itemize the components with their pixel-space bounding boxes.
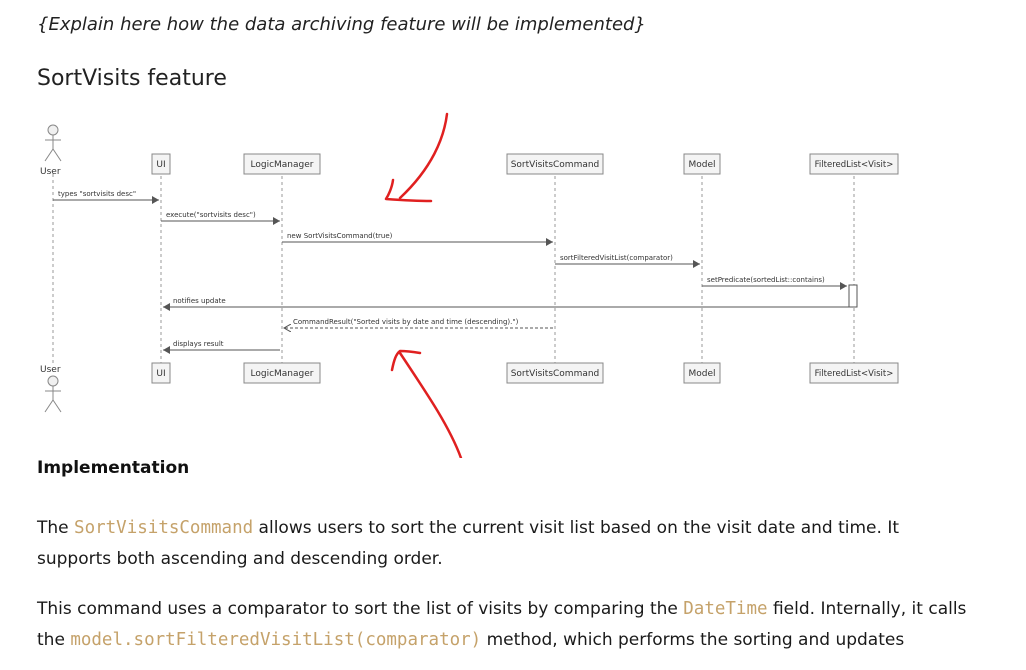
sequence-diagram: User UI LogicManager SortVisitsCommand M… xyxy=(40,112,899,458)
message-1: types "sortvisits desc" xyxy=(53,190,159,204)
participant-ui-bottom: UI xyxy=(151,362,171,384)
code-sortfilteredvisitlist: model.sortFilteredVisitList(comparator) xyxy=(70,630,482,650)
svg-text:Model: Model xyxy=(688,369,715,379)
paragraph-1: The SortVisitsCommand allows users to so… xyxy=(37,518,900,569)
paragraph-2: This command uses a comparator to sort t… xyxy=(37,599,967,650)
message-4: sortFilteredVisitList(comparator) xyxy=(555,254,700,268)
svg-text:CommandResult("Sorted visits b: CommandResult("Sorted visits by date and… xyxy=(293,318,519,326)
actor-label-bottom: User xyxy=(40,365,61,375)
participant-sortvisitscommand-top: SortVisitsCommand xyxy=(506,153,604,175)
message-3: new SortVisitsCommand(true) xyxy=(282,232,553,246)
annotation-arrow-top xyxy=(384,112,449,203)
participant-filteredlist-top: FilteredList<Visit> xyxy=(809,153,899,175)
activation-box xyxy=(848,284,858,308)
message-2: execute("sortvisits desc") xyxy=(161,211,280,225)
svg-text:FilteredList<Visit>: FilteredList<Visit> xyxy=(815,369,894,379)
svg-text:notifies update: notifies update xyxy=(173,297,226,305)
svg-text:LogicManager: LogicManager xyxy=(251,160,314,170)
svg-text:new SortVisitsCommand(true): new SortVisitsCommand(true) xyxy=(287,232,393,240)
section-title: SortVisits feature xyxy=(37,66,227,91)
participant-model-top: Model xyxy=(683,153,721,175)
participant-model-bottom: Model xyxy=(683,362,721,384)
svg-text:sortFilteredVisitList(comparat: sortFilteredVisitList(comparator) xyxy=(560,254,673,262)
svg-text:displays result: displays result xyxy=(173,340,224,348)
svg-text:LogicManager: LogicManager xyxy=(251,369,314,379)
svg-text:SortVisitsCommand: SortVisitsCommand xyxy=(511,160,600,170)
code-sortvisitscommand: SortVisitsCommand xyxy=(74,518,254,538)
svg-text:FilteredList<Visit>: FilteredList<Visit> xyxy=(815,160,894,170)
svg-text:UI: UI xyxy=(156,160,165,170)
svg-text:execute("sortvisits desc"): execute("sortvisits desc") xyxy=(166,211,256,219)
annotation-arrow-bottom xyxy=(390,349,463,458)
participant-ui-top: UI xyxy=(151,153,171,175)
message-6: notifies update xyxy=(163,297,849,311)
svg-text:SortVisitsCommand: SortVisitsCommand xyxy=(511,369,600,379)
actor-label-top: User xyxy=(40,167,61,177)
implementation-heading: Implementation xyxy=(37,458,190,478)
participant-logicmanager-bottom: LogicManager xyxy=(243,362,321,384)
placeholder-text: {Explain here how the data archiving fea… xyxy=(37,14,646,35)
actor-figure-top xyxy=(44,124,62,162)
participant-filteredlist-bottom: FilteredList<Visit> xyxy=(809,362,899,384)
participant-logicmanager-top: LogicManager xyxy=(243,153,321,175)
message-7: CommandResult("Sorted visits by date and… xyxy=(284,318,553,328)
svg-text:types "sortvisits desc": types "sortvisits desc" xyxy=(58,190,136,198)
svg-text:UI: UI xyxy=(156,369,165,379)
message-8: displays result xyxy=(163,340,280,354)
message-5: setPredicate(sortedList::contains) xyxy=(702,276,847,290)
participant-sortvisitscommand-bottom: SortVisitsCommand xyxy=(506,362,604,384)
actor-figure-bottom xyxy=(44,375,62,413)
svg-text:setPredicate(sortedList::conta: setPredicate(sortedList::contains) xyxy=(707,276,825,284)
svg-text:Model: Model xyxy=(688,160,715,170)
code-datetime: DateTime xyxy=(683,599,768,619)
